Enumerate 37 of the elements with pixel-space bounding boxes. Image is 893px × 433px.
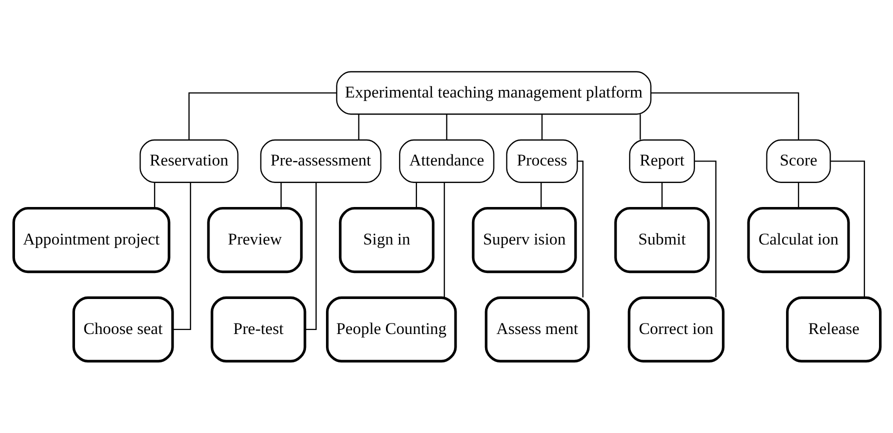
connector [358,114,359,140]
node-box: Sign in [338,206,434,274]
node-box: Reservation [139,139,238,183]
node-box: Assess ment [484,296,590,363]
connector [188,92,336,140]
connector [650,92,799,140]
node-box: Attendance [398,139,494,183]
node-box: Report [628,139,694,183]
connector [446,114,447,140]
connector [172,182,191,330]
connector [540,114,542,140]
node-box: People Counting [325,296,456,363]
node-box: Choose seat [72,296,174,363]
node-box: Calculat ion [746,206,850,274]
node-box: Process [506,139,578,183]
node-box: Correct ion [627,296,724,363]
node-box: Pre-assessment [260,139,381,183]
connector [830,160,864,298]
node-box: Preview [206,206,302,274]
node-box: Release [786,296,882,363]
connector [304,182,316,330]
node-box: Appointment project [12,206,170,274]
node-box: Submit [614,206,710,274]
node-box: Score [766,139,830,183]
connector [694,160,716,298]
connector [443,182,444,298]
connector [415,182,416,208]
node-box: Superv ision [471,206,576,274]
connector [540,182,542,208]
connector [639,114,640,140]
node-box: Experimental teaching management platform [336,71,651,115]
node-box: Pre-test [210,296,306,363]
connector [797,182,799,208]
connector [660,182,662,208]
connector [154,182,155,208]
connector [280,182,282,208]
connector [577,160,583,298]
